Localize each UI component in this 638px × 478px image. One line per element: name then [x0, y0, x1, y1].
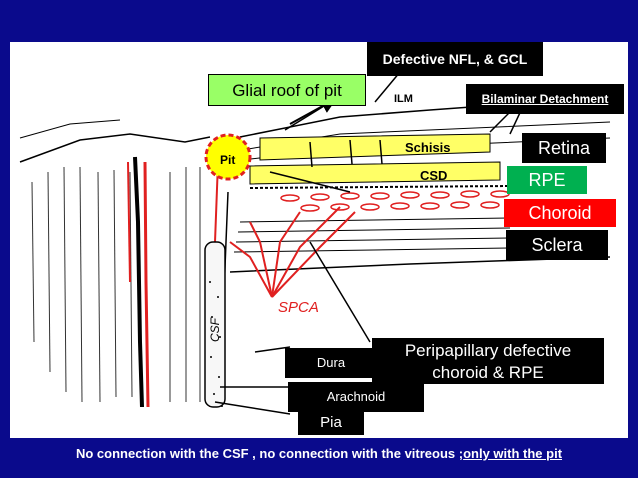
arachnoid-label: Arachnoid	[288, 382, 424, 412]
caption-emphasis: only with the pit	[463, 446, 563, 461]
retina-label: Retina	[522, 133, 606, 163]
slide-caption: No connection with the CSF , no connecti…	[0, 446, 638, 461]
dura-label: Dura	[285, 348, 377, 378]
bilaminar-detachment-label: Bilaminar Detachment	[466, 84, 624, 114]
caption-main: No connection with the CSF , no connecti…	[75, 446, 464, 461]
schisis-label: Schisis	[405, 140, 451, 155]
rpe-label: RPE	[507, 166, 587, 194]
diagram-panel: SPCA Pit CSF	[10, 42, 628, 438]
csd-label: CSD	[420, 168, 447, 183]
peripapillary-label: Peripapillary defective choroid & RPE	[372, 338, 604, 384]
pia-label: Pia	[298, 411, 364, 435]
choroid-label: Choroid	[504, 199, 616, 227]
spca-label: SPCA	[278, 299, 319, 316]
csf-label: CSF	[208, 317, 222, 342]
sclera-label: Sclera	[506, 230, 608, 260]
glial-roof-label: Glial roof of pit	[208, 74, 366, 106]
ilm-label: ILM	[394, 93, 413, 105]
pit-label: Pit	[220, 153, 235, 167]
optic-nerve-pit-drawing: SPCA Pit CSF	[19, 59, 611, 415]
defective-nfl-label: Defective NFL, & GCL	[367, 42, 543, 76]
